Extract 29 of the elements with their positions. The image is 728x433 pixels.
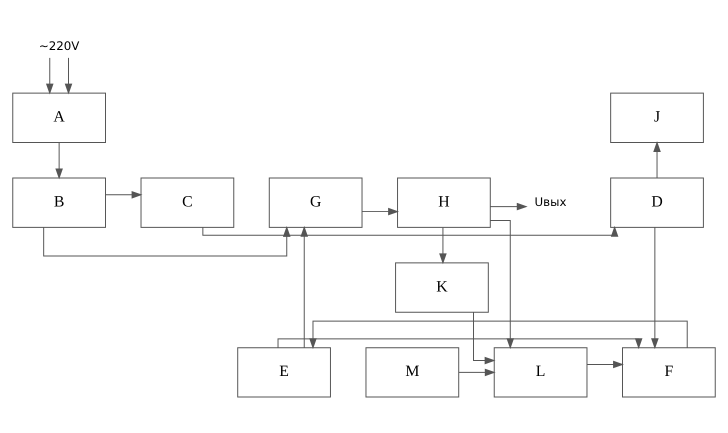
node-box: C xyxy=(140,178,234,228)
arrow xyxy=(490,202,528,210)
arrow xyxy=(458,368,496,376)
node-text: ~220V xyxy=(38,38,80,53)
node-text: Uвых xyxy=(534,194,566,209)
arrow xyxy=(651,226,659,350)
node-box: E xyxy=(237,347,331,398)
arrow xyxy=(202,226,618,237)
node-box: A xyxy=(12,92,106,143)
node-box: J xyxy=(610,92,704,143)
arrow xyxy=(653,141,661,178)
arrow xyxy=(105,191,142,199)
node-box: B xyxy=(12,178,106,228)
node-box: M xyxy=(365,347,460,398)
arrow xyxy=(43,226,291,256)
node-box: D xyxy=(610,178,704,228)
arrow xyxy=(439,227,447,264)
node-box: L xyxy=(494,347,588,398)
node-box: G xyxy=(268,178,363,228)
arrow xyxy=(64,57,72,94)
node-box: K xyxy=(395,262,489,313)
node-box: F xyxy=(622,347,716,398)
node-box: H xyxy=(397,178,491,228)
arrow xyxy=(362,208,399,216)
arrow xyxy=(473,312,496,364)
arrow xyxy=(300,226,308,348)
arrow xyxy=(55,142,63,180)
arrow xyxy=(586,360,624,368)
arrow xyxy=(46,57,54,94)
